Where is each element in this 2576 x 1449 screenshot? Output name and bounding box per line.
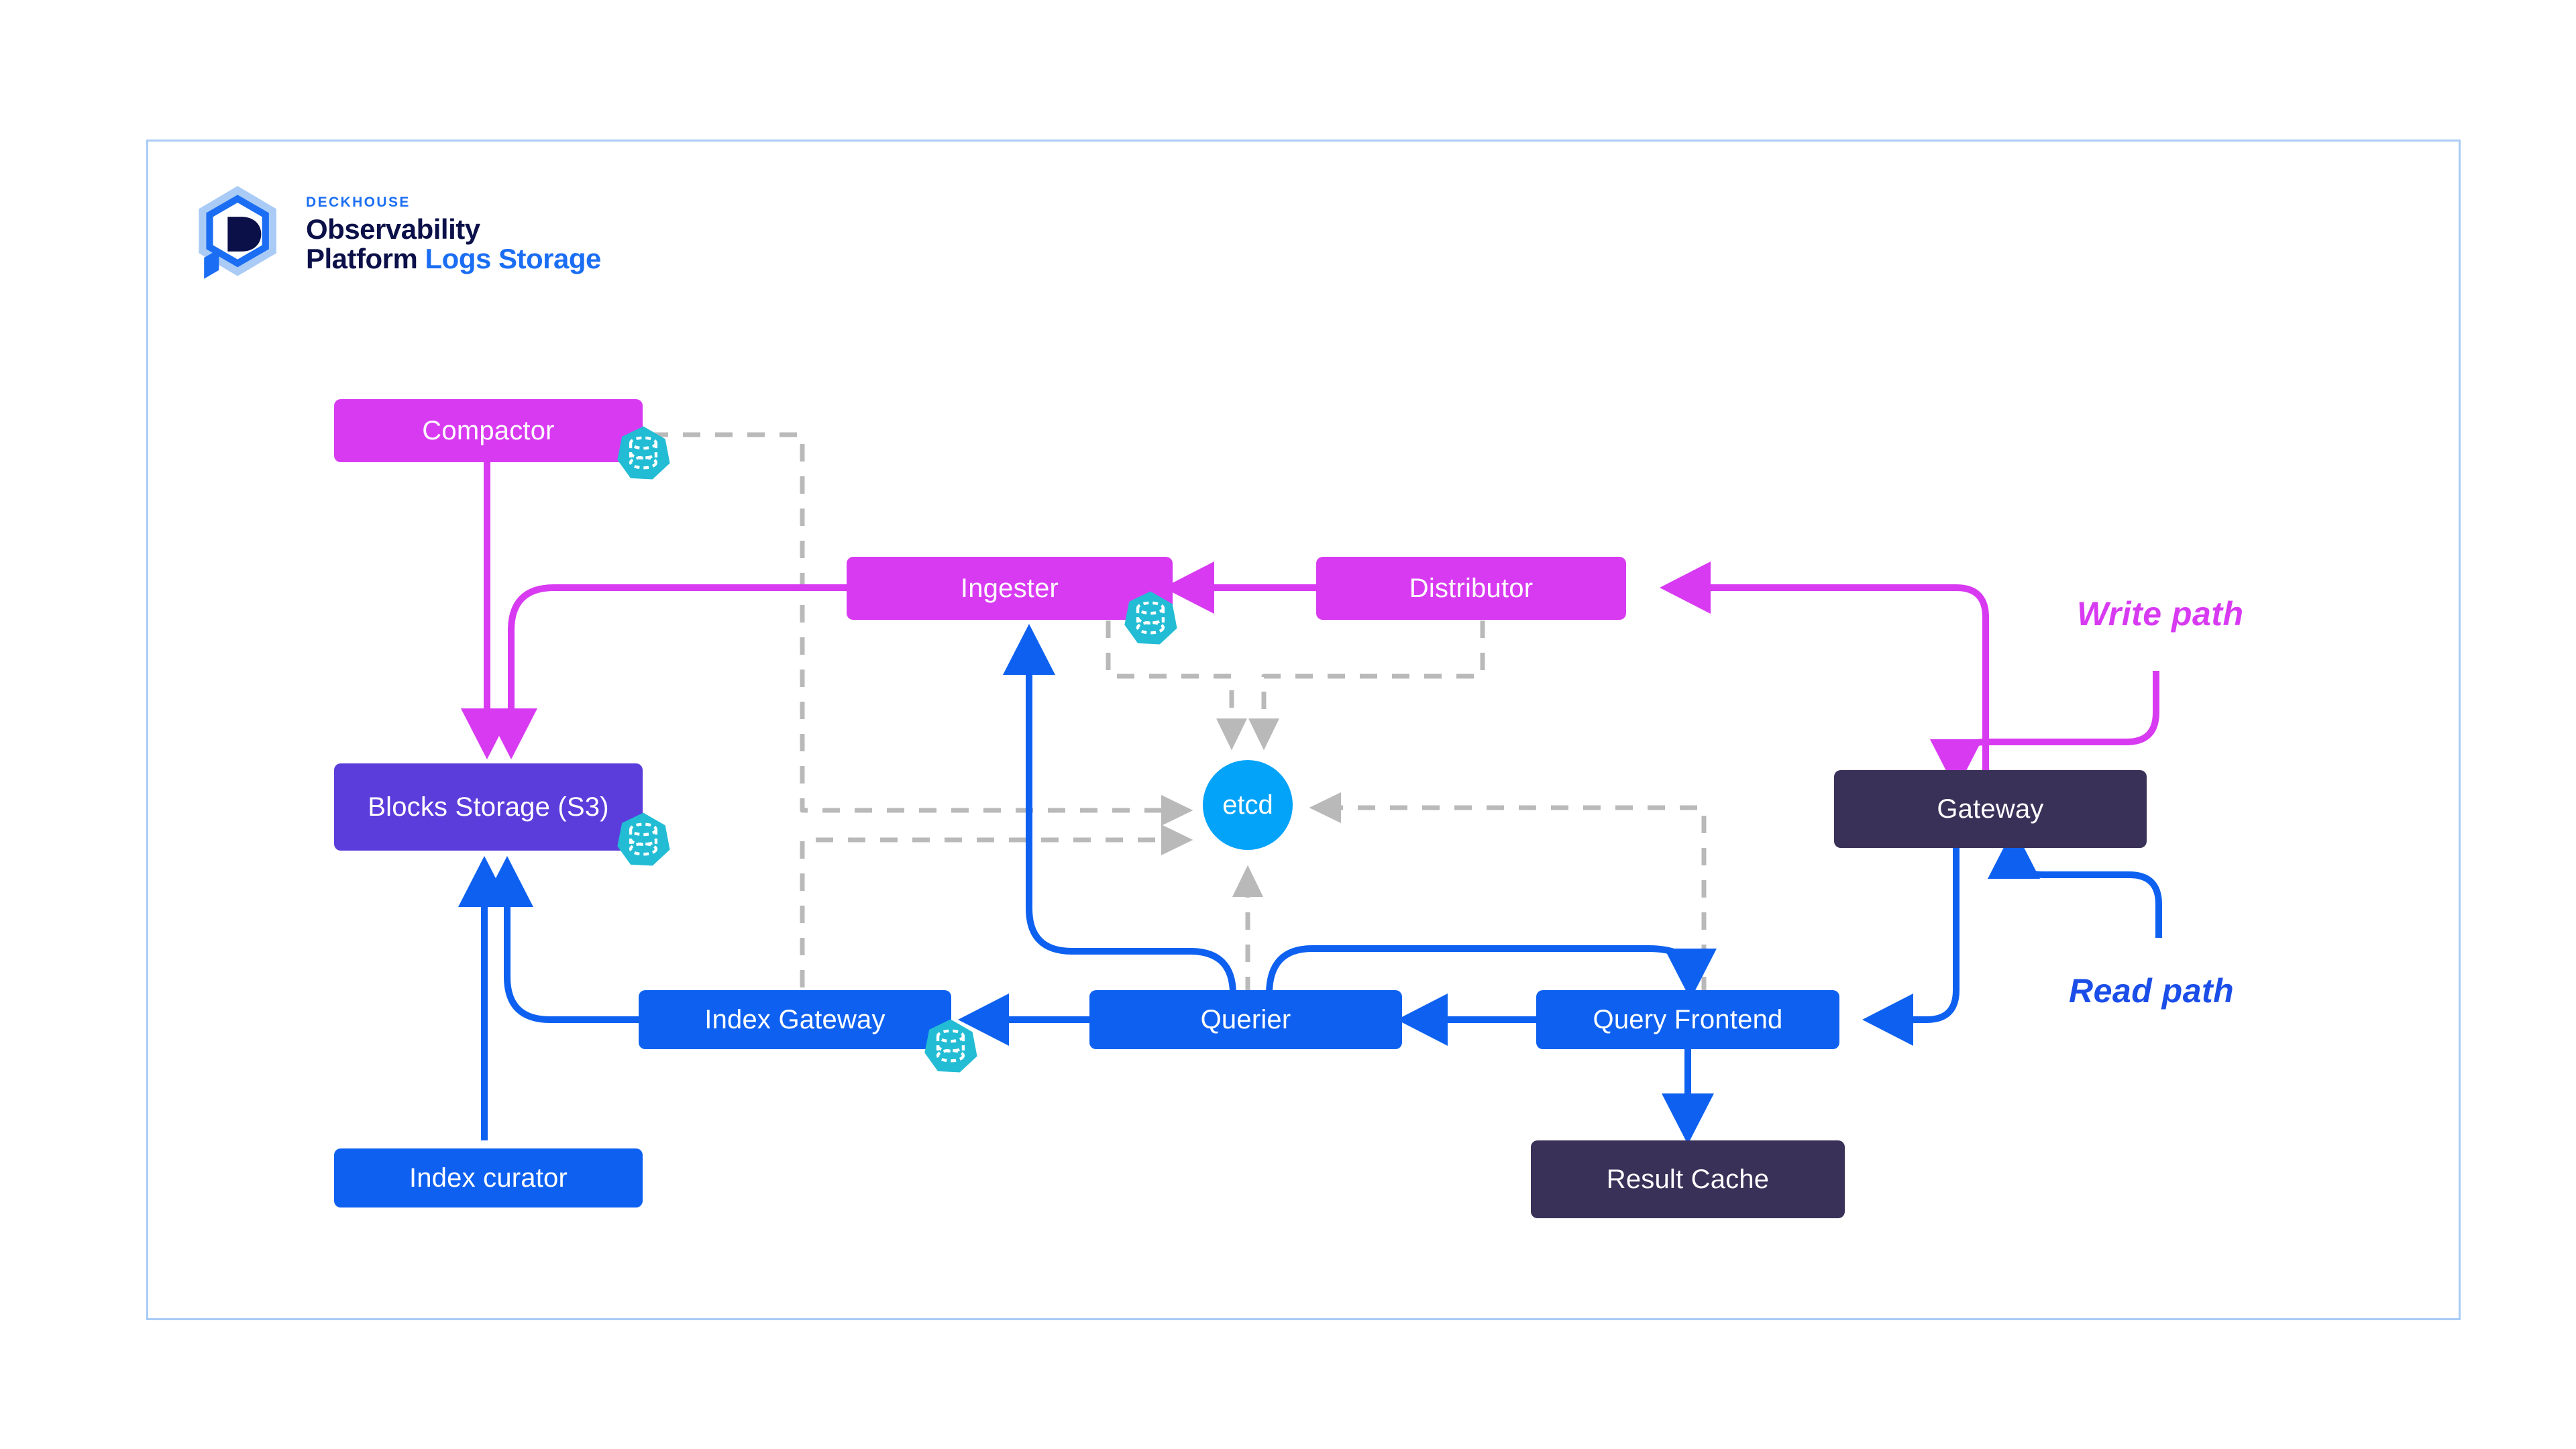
node-index-gateway-label: Index Gateway xyxy=(704,1004,885,1034)
persistent-storage-badge-icon xyxy=(924,1019,977,1073)
node-querier-label: Querier xyxy=(1200,1004,1291,1034)
node-gateway-label: Gateway xyxy=(1937,794,2044,824)
node-query-frontend-label: Query Frontend xyxy=(1593,1004,1783,1034)
product-logo: DECKHOUSE Observability Platform Logs St… xyxy=(189,184,601,284)
node-ingester-label: Ingester xyxy=(960,573,1059,603)
node-querier[interactable]: Querier xyxy=(1089,990,1402,1049)
persistent-storage-badge-icon xyxy=(1124,591,1177,645)
logo-line-1: Observability xyxy=(306,213,480,245)
node-compactor[interactable]: Compactor xyxy=(334,399,643,462)
node-etcd-label: etcd xyxy=(1222,790,1273,820)
logo-kicker: DECKHOUSE xyxy=(306,195,411,210)
node-result-cache[interactable]: Result Cache xyxy=(1531,1140,1845,1218)
node-query-frontend[interactable]: Query Frontend xyxy=(1536,990,1839,1049)
legend-read-path: Read path xyxy=(2069,972,2235,1010)
node-distributor[interactable]: Distributor xyxy=(1316,557,1626,620)
persistent-storage-badge-icon xyxy=(617,812,670,866)
diagram-frame xyxy=(146,140,2461,1320)
node-compactor-label: Compactor xyxy=(422,415,555,445)
persistent-storage-badge-icon xyxy=(617,426,670,480)
node-distributor-label: Distributor xyxy=(1409,573,1534,603)
node-gateway[interactable]: Gateway xyxy=(1834,770,2147,848)
node-index-curator-label: Index curator xyxy=(409,1163,568,1193)
logo-platform-word: Platform xyxy=(306,243,418,274)
node-blocks-storage[interactable]: Blocks Storage (S3) xyxy=(334,763,643,851)
node-index-curator[interactable]: Index curator xyxy=(334,1148,643,1208)
node-blocks-storage-label: Blocks Storage (S3) xyxy=(368,792,609,822)
logo-line-2: Platform Logs Storage xyxy=(306,245,601,273)
node-index-gateway[interactable]: Index Gateway xyxy=(639,990,951,1049)
node-etcd[interactable]: etcd xyxy=(1203,760,1293,850)
node-result-cache-label: Result Cache xyxy=(1606,1164,1770,1194)
logo-product-word: Logs Storage xyxy=(425,243,602,274)
legend-write-path: Write path xyxy=(2077,595,2244,633)
deckhouse-hexagon-d-logo-icon xyxy=(199,186,276,279)
